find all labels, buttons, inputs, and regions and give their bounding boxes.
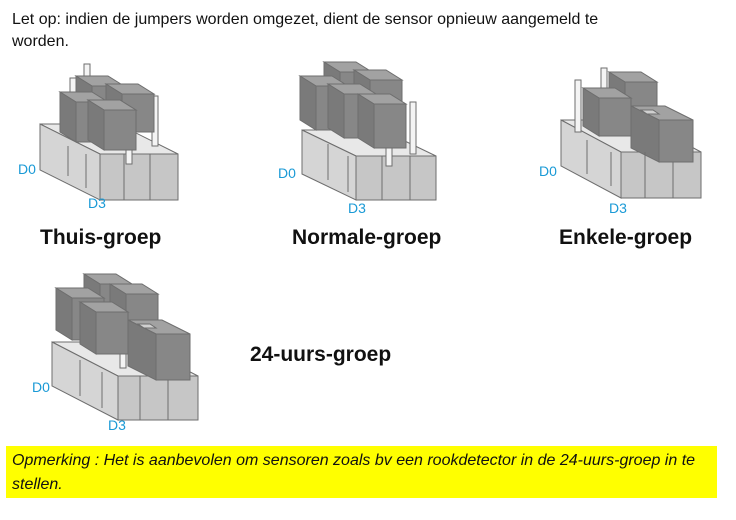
note-text: Opmerking : Het is aanbevolen om sensore… bbox=[12, 452, 696, 493]
group-label-24-uurs: 24-uurs-groep bbox=[250, 343, 392, 366]
note-box: Opmerking : Het is aanbevolen om sensore… bbox=[6, 446, 717, 498]
jumper-diagram-24-uurs: D0 D3 bbox=[32, 273, 199, 433]
jumper-diagram-normale: D0 D3 bbox=[278, 61, 437, 216]
jumper-diagram-enkele: D0 D3 bbox=[539, 67, 702, 216]
group-label-normale: Normale-groep bbox=[292, 226, 442, 249]
intro-text: Let op: indien de jumpers worden omgezet… bbox=[12, 11, 599, 50]
pin-label-d0: D0 bbox=[539, 163, 557, 179]
pin-label-d0: D0 bbox=[18, 161, 36, 177]
group-label-thuis: Thuis-groep bbox=[40, 226, 162, 249]
pin-label-d3: D3 bbox=[108, 417, 126, 433]
group-label-enkele: Enkele-groep bbox=[559, 226, 693, 249]
pin-label-d0: D0 bbox=[32, 379, 50, 395]
pin-label-d3: D3 bbox=[88, 195, 106, 211]
jumper-diagram-thuis: D0 D3 bbox=[18, 63, 179, 211]
pin-label-d0: D0 bbox=[278, 165, 296, 181]
pin-label-d3: D3 bbox=[348, 200, 366, 216]
pin-label-d3: D3 bbox=[609, 200, 627, 216]
